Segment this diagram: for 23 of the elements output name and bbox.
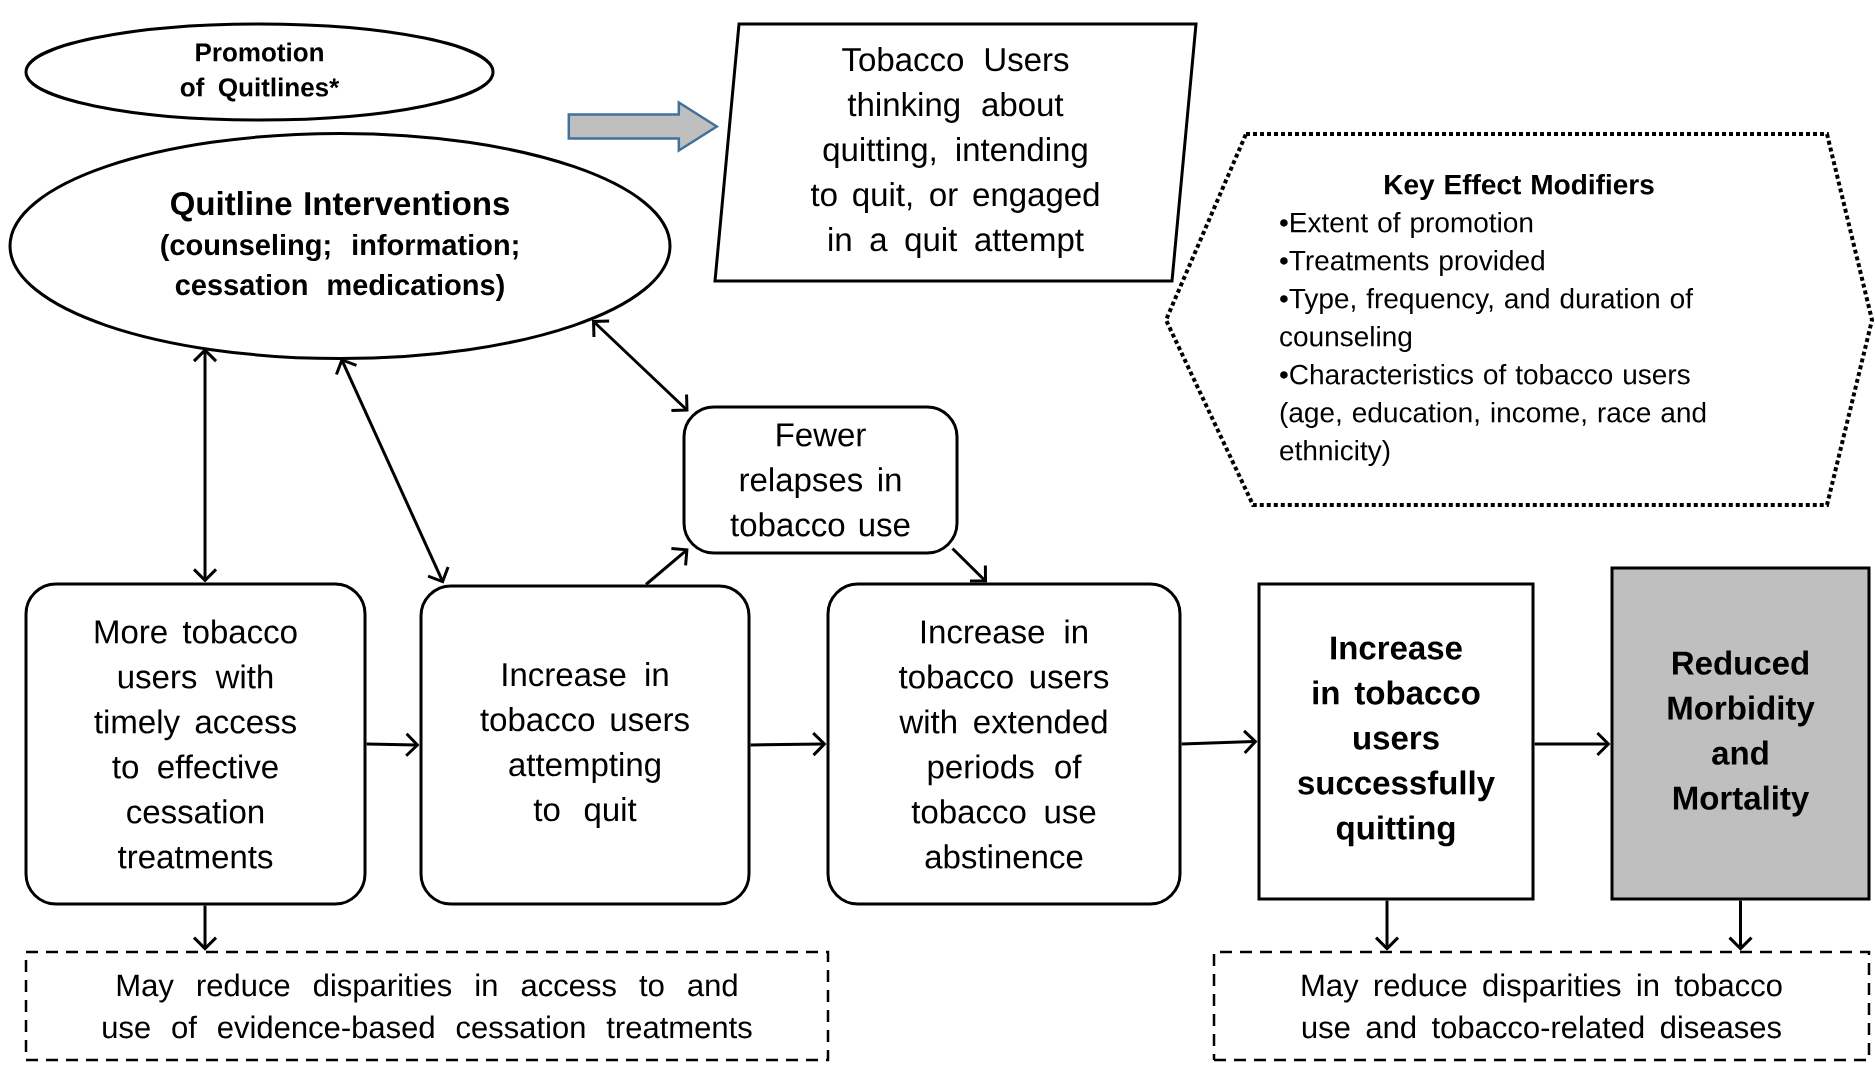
oval: Quitline Interventions (counseling; information; cessation medications) xyxy=(8,132,672,360)
arrow xyxy=(592,319,689,412)
process-box: More tobacco users with timely access to effective cessation treatments xyxy=(24,582,367,906)
arrow xyxy=(1728,900,1753,951)
arrow xyxy=(192,348,218,583)
oval: Promotion of Quitlines* xyxy=(24,22,495,122)
process-box: Fewer relapses in tobacco use xyxy=(682,405,959,555)
arrow xyxy=(192,905,218,951)
arrow xyxy=(750,732,827,757)
note-box: May reduce disparities in access to and use of evidence-based cessation treatments xyxy=(24,950,830,1062)
note-box: May reduce disparities in tobacco use and tobacco-related diseases xyxy=(1212,950,1871,1062)
arrow xyxy=(1181,729,1258,754)
outcome-box: Increase in tobacco users successfully quitting xyxy=(1257,582,1535,901)
process-box: Increase in tobacco users attempting to quit xyxy=(419,584,751,906)
arrow xyxy=(366,732,420,757)
outcome-box: Reduced Morbidity and Mortality xyxy=(1610,566,1871,901)
arrow xyxy=(1374,900,1400,951)
arrow xyxy=(645,547,689,586)
arrow xyxy=(1534,731,1611,757)
process-box: Increase in tobacco users with extended periods of tobacco use abstinence xyxy=(826,582,1182,906)
arrow xyxy=(951,547,987,583)
parallelogram-box: Tobacco Users thinking about quitting, intending to quit, or engaged in a quit attempt xyxy=(713,22,1198,283)
arrow xyxy=(335,358,450,584)
